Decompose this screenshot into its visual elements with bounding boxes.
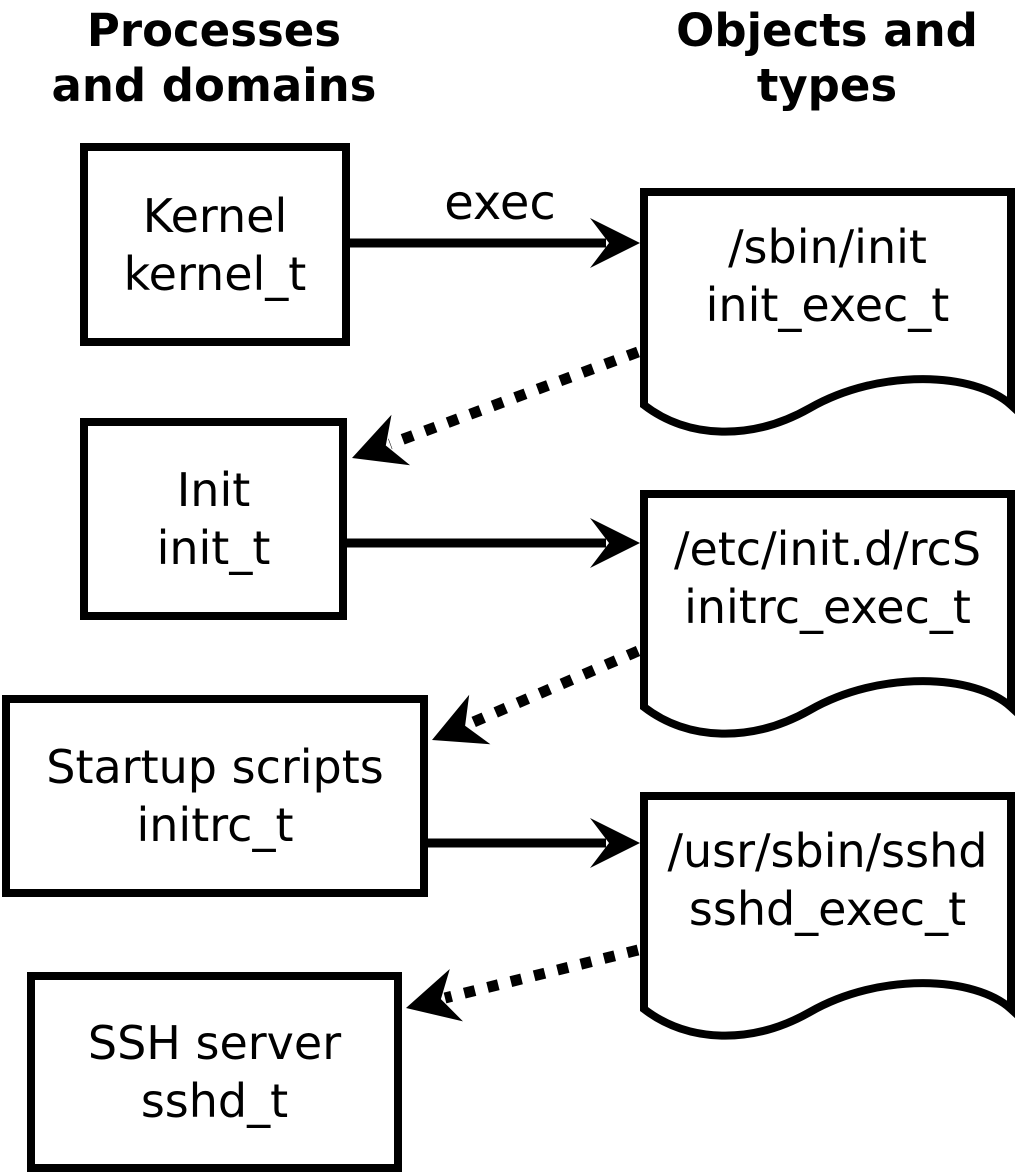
process-type: initrc_t [136,798,294,852]
process-type: init_t [156,521,271,575]
object-type: sshd_exec_t [688,882,967,936]
process-label-kernel: Kernel kernel_t [80,143,350,346]
column-header-objects-line1: Objects and [676,4,978,57]
solid-arrow-init-to-rcs [343,518,640,568]
object-path: /sbin/init [728,220,927,274]
process-box-ssh-server [27,972,402,1172]
process-label-startup-scripts: Startup scripts initrc_t [2,695,428,897]
dotted-arrow-rcs-to-startup [432,645,641,745]
object-doc-sbin-init [640,188,1015,436]
object-path: /etc/init.d/rcS [673,522,982,576]
process-name: Kernel [142,188,288,243]
object-type: initrc_exec_t [684,580,971,634]
process-type: sshd_t [140,1074,289,1128]
column-header-processes-line1: Processes [86,4,342,57]
solid-arrow-startup-to-sshd [424,818,640,868]
dotted-arrow-sshd-to-ssh-server [406,944,640,1022]
process-label-init: Init init_t [80,418,347,620]
column-header-objects: Objects and types [634,3,1020,113]
solid-arrow-kernel-to-sbin-init [346,218,640,268]
object-type: init_exec_t [705,278,950,332]
object-label-sbin-init: /sbin/init init_exec_t [644,188,1011,364]
object-label-usr-sbin-sshd: /usr/sbin/sshd sshd_exec_t [644,792,1011,968]
column-header-processes-line2: and domains [51,59,377,112]
process-type: kernel_t [123,246,307,301]
process-name: Init [176,463,251,517]
process-box-startup-scripts [2,695,428,897]
process-box-init [80,418,347,620]
column-header-processes: Processes and domains [0,3,428,113]
column-header-objects-line2: types [756,59,898,112]
dotted-arrow-sbin-init-to-init [352,346,640,466]
process-name: SSH server [87,1016,342,1070]
process-box-kernel [80,143,350,346]
exec-arrow-label: exec [444,175,556,231]
object-path: /usr/sbin/sshd [667,824,988,878]
object-label-etc-initd-rcs: /etc/init.d/rcS initrc_exec_t [644,490,1011,666]
process-label-ssh-server: SSH server sshd_t [27,972,402,1172]
object-doc-etc-initd-rcs [640,490,1015,738]
object-doc-usr-sbin-sshd [640,792,1015,1040]
process-name: Startup scripts [46,740,384,794]
